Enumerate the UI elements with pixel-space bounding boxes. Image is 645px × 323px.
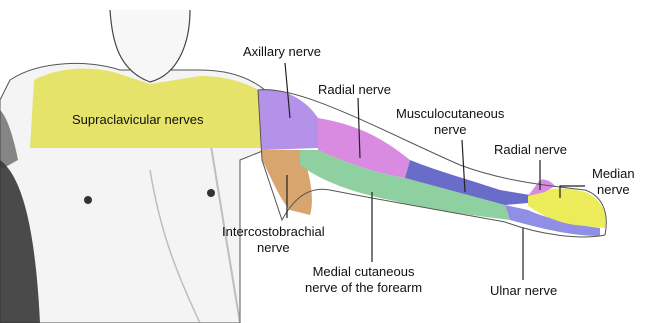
label-median-line1: Median	[592, 166, 635, 182]
label-musculocutaneous: Musculocutaneous nerve	[396, 106, 504, 138]
body-shape	[0, 10, 265, 323]
label-intercostobrachial: Intercostobrachial nerve	[222, 224, 325, 256]
label-radial-upper: Radial nerve	[318, 82, 391, 98]
label-intercostobrachial-line1: Intercostobrachial	[222, 224, 325, 240]
label-medial-cutaneous: Medial cutaneous nerve of the forearm	[305, 264, 422, 296]
label-medial-cutaneous-line1: Medial cutaneous	[305, 264, 422, 280]
label-supraclavicular: Supraclavicular nerves	[72, 112, 204, 128]
label-musculocutaneous-line1: Musculocutaneous	[396, 106, 504, 122]
label-intercostobrachial-line2: nerve	[222, 240, 325, 256]
label-radial-hand: Radial nerve	[494, 142, 567, 158]
label-axillary: Axillary nerve	[243, 44, 321, 60]
label-ulnar: Ulnar nerve	[490, 283, 557, 299]
label-musculocutaneous-line2: nerve	[396, 122, 504, 138]
label-median: Median nerve	[592, 166, 635, 198]
label-median-line2: nerve	[592, 182, 635, 198]
label-medial-cutaneous-line2: nerve of the forearm	[305, 280, 422, 296]
